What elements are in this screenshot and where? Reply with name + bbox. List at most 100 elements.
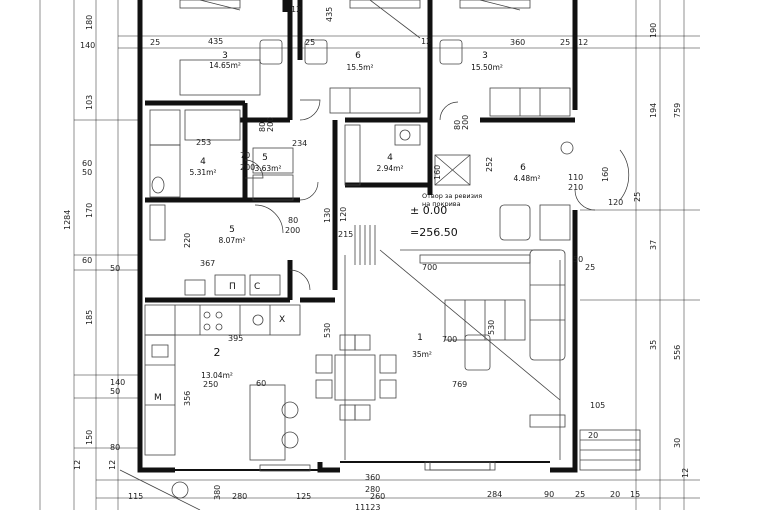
- dim-label: 140: [110, 378, 125, 387]
- dim-label: 367: [200, 259, 215, 268]
- dim-label: 700: [422, 263, 437, 272]
- dim-label: 30: [673, 438, 682, 448]
- room-bathroom: 4 5.31m²: [189, 157, 216, 177]
- dim-label: 530: [487, 320, 496, 335]
- dim-label: 120: [339, 207, 348, 222]
- dim-label: 435: [208, 37, 223, 46]
- dim-label: 200: [240, 163, 255, 172]
- dim-label: 60: [256, 379, 266, 388]
- dim-label: 11123: [355, 503, 380, 510]
- dim-label: 180: [85, 15, 94, 30]
- dims-interior: 253 70 200 234 80 200 80 200 367 220 80 …: [183, 115, 623, 440]
- dim-label: 60: [82, 159, 92, 168]
- room-area: 3.63m²: [254, 164, 281, 173]
- dim-label: 185: [85, 310, 94, 325]
- dim-label: 190: [649, 23, 658, 38]
- dim-label: 395: [228, 334, 243, 343]
- room-kitchen: 2 13.04m²: [201, 346, 233, 380]
- note-line-2: на покрива: [422, 200, 461, 208]
- dim-label: 252: [485, 157, 494, 172]
- dim-label: 103: [85, 95, 94, 110]
- room-living: 1 35m²: [412, 333, 432, 359]
- interior-walls: [145, 0, 575, 303]
- dim-label: 200: [461, 115, 470, 130]
- dim-label: 140: [80, 41, 95, 50]
- axis-lines: [39, 0, 700, 510]
- dims-top: 25 435 25 12 435 12 360 25 12: [150, 5, 588, 47]
- room-area: 2.94m²: [376, 164, 403, 173]
- dim-label: 130: [323, 208, 332, 223]
- dim-label: 25: [305, 38, 315, 47]
- dim-label: 12: [421, 37, 431, 46]
- room-area: 15.50m²: [471, 63, 503, 72]
- dim-label: 160: [433, 165, 442, 180]
- dim-label: 530: [323, 323, 332, 338]
- dim-label: 215: [338, 230, 353, 239]
- dim-label: 25: [575, 490, 585, 499]
- dim-label: 280: [232, 492, 247, 501]
- windows: [179, 0, 531, 472]
- room-area: 8.07m²: [218, 236, 245, 245]
- dim-label: 234: [292, 139, 307, 148]
- room-number: 4: [200, 157, 206, 167]
- dim-label: 253: [196, 138, 211, 147]
- dim-label: 160: [601, 167, 610, 182]
- dim-label: 50: [110, 264, 120, 273]
- level-absolute: =256.50: [410, 226, 458, 239]
- dim-label: 220: [183, 233, 192, 248]
- dim-label: 210: [568, 183, 583, 192]
- dim-label: 435: [325, 7, 334, 22]
- dim-label: 25: [150, 38, 160, 47]
- dim-label: 769: [452, 380, 467, 389]
- dim-label: 20: [588, 431, 598, 440]
- glyph-m: М: [154, 393, 162, 403]
- room-hall: 6 4.48m²: [513, 163, 540, 183]
- dim-label: 115: [128, 492, 143, 501]
- room-number: 3: [482, 51, 488, 61]
- room-area: 14.65m²: [209, 61, 241, 70]
- doors: [244, 99, 630, 291]
- dim-label: 105: [590, 401, 605, 410]
- dim-label: 12: [73, 460, 82, 470]
- dim-label: 90: [544, 490, 554, 499]
- room-area: 35m²: [412, 350, 432, 359]
- dim-label: 70: [240, 151, 250, 160]
- dim-label: 12: [108, 460, 117, 470]
- room-number: 6: [355, 51, 361, 61]
- dim-label: 12: [578, 38, 588, 47]
- room-corridor: 5 3.63m²: [254, 153, 281, 173]
- furniture: [119, 39, 641, 510]
- dims-right: 190 759 194 37 556 35 30 25 12: [633, 23, 690, 478]
- dim-label: 25: [560, 38, 570, 47]
- dim-label: 200: [285, 226, 300, 235]
- glyph-x: Х: [279, 315, 285, 325]
- dim-label: 356: [183, 391, 192, 406]
- dim-label: 280: [365, 485, 380, 494]
- dims-bottom: 115 380 280 125 260 284 90 25 11123 360 …: [128, 473, 640, 510]
- room-number: 4: [387, 153, 393, 163]
- dim-label: 80: [288, 216, 298, 225]
- dim-label: 80: [110, 443, 120, 452]
- room-labels: 3 14.65m² 6 15.5m² 3 15.50m² 4 5.31m² 5 …: [154, 51, 541, 403]
- dim-label: 120: [608, 198, 623, 207]
- dim-label: 360: [365, 473, 380, 482]
- room-number: 5: [229, 225, 235, 235]
- dim-label: 15: [630, 490, 640, 499]
- note-line-1: Отвор за ревизия: [422, 192, 482, 200]
- dim-label: 25: [585, 263, 595, 272]
- dim-label: 150: [85, 430, 94, 445]
- dim-label: 110: [568, 173, 583, 182]
- dim-label: 250: [203, 380, 218, 389]
- dim-label: 12: [291, 5, 301, 14]
- room-storage: 5 8.07m²: [218, 225, 245, 245]
- dim-label: 170: [85, 203, 94, 218]
- dim-label: 25: [633, 192, 642, 202]
- dim-label: 200: [266, 117, 275, 132]
- dim-label: 80: [453, 120, 462, 130]
- dim-label: 194: [649, 103, 658, 118]
- dims-left: 180 140 103 60 50 170 1284 60 50 185 140…: [63, 15, 125, 470]
- dim-label: 260: [370, 492, 385, 501]
- room-number: 6: [520, 163, 526, 173]
- room-number: 1: [417, 333, 423, 343]
